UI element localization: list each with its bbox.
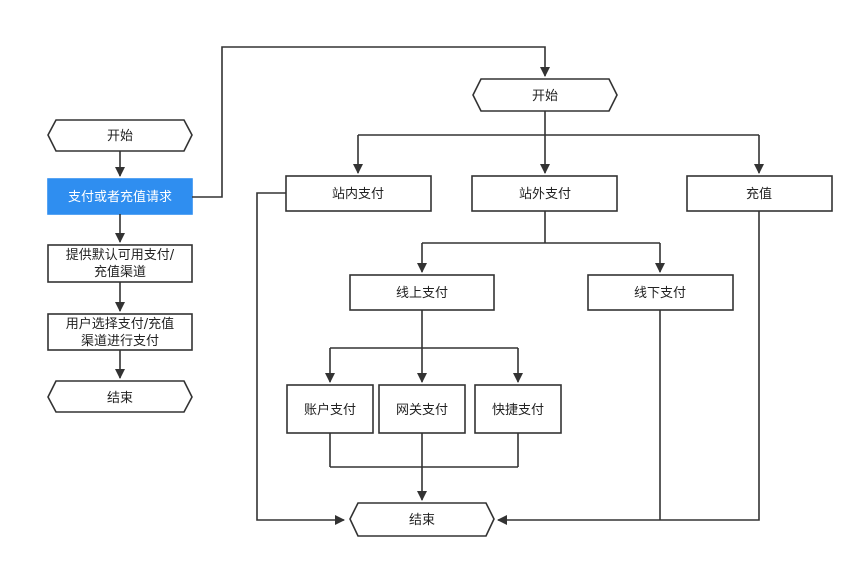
left-request-node: 支付或者充值请求 [47, 178, 193, 215]
right-start-node: 开始 [472, 78, 618, 112]
outside-pay-label: 站外支付 [519, 187, 571, 202]
right-flow: 开始 站内支付 站外支付 充值 线上支付 [256, 78, 833, 537]
recharge-label: 充值 [746, 186, 772, 202]
offline-pay-node: 线下支付 [587, 274, 734, 311]
recharge-node: 充值 [686, 175, 833, 212]
left-flow: 开始 支付或者充值请求 提供默认可用支付/ 充值渠道 用户选择支付/充值 渠道进… [47, 119, 193, 413]
connector-recharge-to-end [497, 211, 760, 525]
left-provide-label-2: 充值渠道 [94, 264, 146, 280]
left-request-label: 支付或者充值请求 [68, 189, 172, 205]
inside-pay-label: 站内支付 [332, 186, 384, 202]
left-choose-node: 用户选择支付/充值 渠道进行支付 [47, 313, 193, 351]
connector-request-to-right-start [192, 46, 550, 198]
online-pay-node: 线上支付 [349, 274, 495, 311]
outside-pay-node: 站外支付 [471, 175, 618, 212]
inside-pay-node: 站内支付 [285, 175, 432, 212]
quick-pay-label: 快捷支付 [492, 403, 544, 418]
offline-pay-label: 线下支付 [634, 286, 686, 301]
left-start-label: 开始 [107, 129, 133, 144]
connector-inside-to-end [256, 192, 345, 525]
account-pay-node: 账户支付 [286, 384, 374, 434]
left-provide-label-1: 提供默认可用支付/ [66, 247, 175, 263]
gateway-pay-node: 网关支付 [378, 384, 466, 434]
left-choose-label-2: 渠道进行支付 [81, 334, 159, 349]
gateway-pay-label: 网关支付 [396, 403, 448, 418]
account-pay-label: 账户支付 [304, 402, 356, 418]
right-end-node: 结束 [349, 502, 495, 537]
left-end-node: 结束 [47, 380, 193, 413]
left-start-node: 开始 [47, 119, 193, 152]
left-end-label: 结束 [107, 391, 133, 406]
left-provide-node: 提供默认可用支付/ 充值渠道 [47, 244, 193, 283]
right-start-label: 开始 [532, 89, 558, 104]
online-pay-label: 线上支付 [396, 286, 448, 301]
right-end-label: 结束 [409, 513, 435, 528]
left-choose-label-1: 用户选择支付/充值 [66, 316, 174, 332]
quick-pay-node: 快捷支付 [474, 384, 562, 434]
